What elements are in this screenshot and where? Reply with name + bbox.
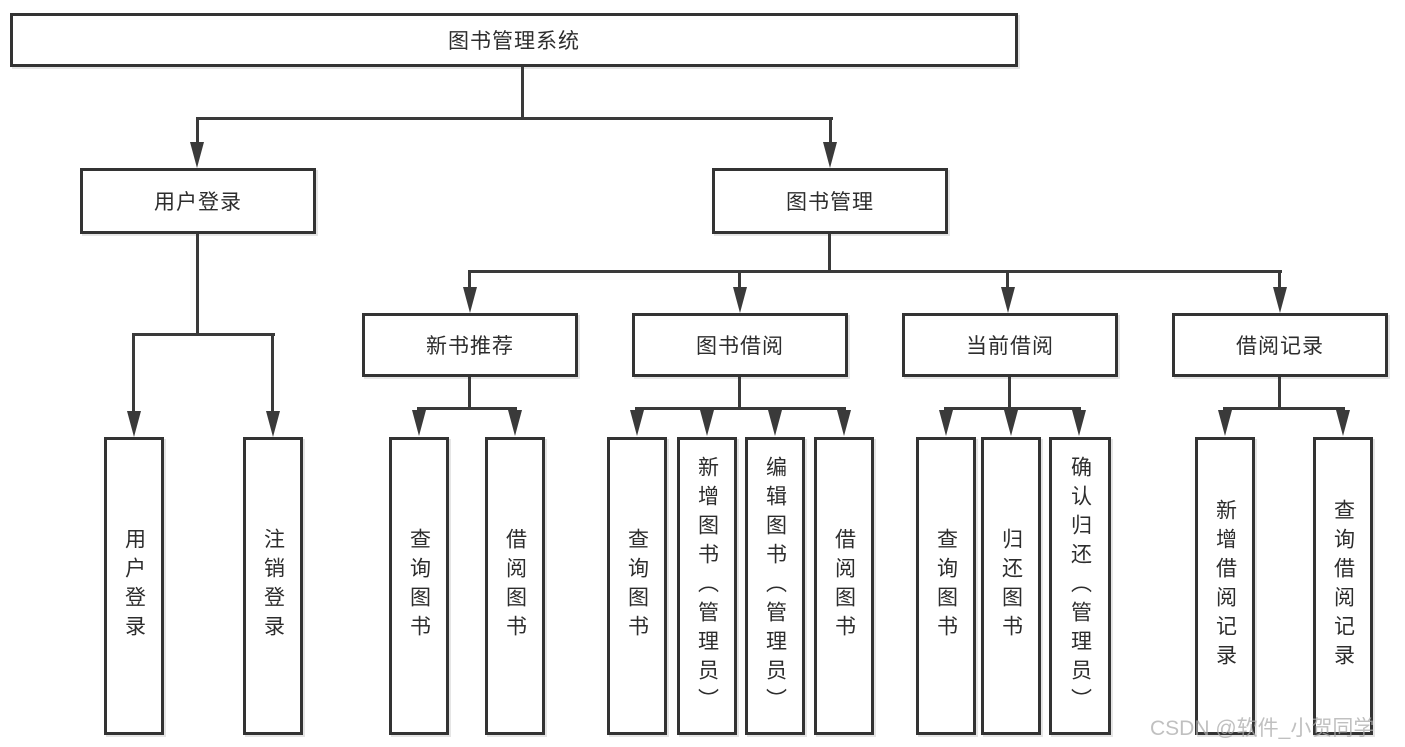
- connector-line: [417, 407, 517, 410]
- leaf-label: 归还图书: [999, 528, 1023, 644]
- node-label: 新书推荐: [426, 335, 514, 358]
- arrow-down-icon: [939, 410, 953, 436]
- arrow-down-icon: [837, 410, 851, 436]
- node-label: 图书管理系统: [448, 30, 580, 53]
- leaf-edit-book-admin: 编辑图书（管理员）: [745, 437, 805, 735]
- node-library-management-system: 图书管理系统: [10, 13, 1018, 67]
- leaf-label: 新增图书（管理员）: [695, 455, 719, 717]
- leaf-confirm-return-admin: 确认归还（管理员）: [1049, 437, 1111, 735]
- arrow-down-icon: [463, 287, 477, 313]
- arrow-down-icon: [823, 142, 837, 168]
- arrow-down-icon: [1218, 410, 1232, 436]
- leaf-add-book-admin: 新增图书（管理员）: [677, 437, 737, 735]
- leaf-add-borrow-record: 新增借阅记录: [1195, 437, 1255, 735]
- leaf-return-books: 归还图书: [981, 437, 1041, 735]
- node-new-book-recommendation: 新书推荐: [362, 313, 578, 377]
- connector-line: [271, 333, 274, 412]
- node-label: 图书管理: [786, 191, 874, 214]
- connector-line: [521, 67, 524, 119]
- connector-line: [635, 407, 846, 410]
- arrow-down-icon: [508, 410, 522, 436]
- leaf-label: 查询图书: [407, 528, 431, 644]
- node-user-login: 用户登录: [80, 168, 316, 234]
- leaf-borrow-books-recommend: 借阅图书: [485, 437, 545, 735]
- leaf-label: 查询借阅记录: [1331, 499, 1355, 673]
- connector-line: [1006, 270, 1009, 289]
- connector-line: [1223, 407, 1345, 410]
- leaf-label: 确认归还（管理员）: [1068, 455, 1092, 717]
- leaf-query-books-current: 查询图书: [916, 437, 976, 735]
- node-label: 图书借阅: [696, 335, 784, 358]
- connector-line: [829, 117, 832, 144]
- arrow-down-icon: [1273, 287, 1287, 313]
- connector-line: [738, 270, 741, 289]
- arrow-down-icon: [190, 142, 204, 168]
- connector-line: [132, 333, 275, 336]
- leaf-label: 注销登录: [261, 528, 285, 644]
- connector-line: [468, 377, 471, 409]
- leaf-user-login: 用户登录: [104, 437, 164, 735]
- connector-line: [1278, 270, 1281, 289]
- arrow-down-icon: [733, 287, 747, 313]
- arrow-down-icon: [127, 411, 141, 437]
- node-borrowing-records: 借阅记录: [1172, 313, 1388, 377]
- leaf-label: 新增借阅记录: [1213, 499, 1237, 673]
- arrow-down-icon: [700, 410, 714, 436]
- connector-line: [944, 407, 1081, 410]
- watermark: CSDN @软件_小贺同学: [1150, 717, 1375, 740]
- leaf-label: 借阅图书: [832, 528, 856, 644]
- arrow-down-icon: [1004, 410, 1018, 436]
- connector-line: [468, 270, 471, 289]
- connector-line: [468, 270, 1282, 273]
- arrow-down-icon: [630, 410, 644, 436]
- connector-line: [196, 117, 199, 144]
- node-label: 用户登录: [154, 191, 242, 214]
- arrow-down-icon: [1001, 287, 1015, 313]
- leaf-label: 用户登录: [122, 528, 146, 644]
- node-book-management: 图书管理: [712, 168, 948, 234]
- leaf-query-books-borrowing: 查询图书: [607, 437, 667, 735]
- leaf-label: 查询图书: [625, 528, 649, 644]
- leaf-label: 查询图书: [934, 528, 958, 644]
- connector-line: [828, 234, 831, 273]
- connector-line: [132, 333, 135, 412]
- connector-line: [196, 234, 199, 334]
- leaf-borrow-books-borrowing: 借阅图书: [814, 437, 874, 735]
- node-label: 借阅记录: [1236, 335, 1324, 358]
- node-book-borrowing: 图书借阅: [632, 313, 848, 377]
- node-label: 当前借阅: [966, 335, 1054, 358]
- connector-line: [738, 377, 741, 409]
- leaf-query-borrow-record: 查询借阅记录: [1313, 437, 1373, 735]
- arrow-down-icon: [412, 410, 426, 436]
- arrow-down-icon: [1072, 410, 1086, 436]
- leaf-label: 借阅图书: [503, 528, 527, 644]
- connector-line: [1008, 377, 1011, 409]
- leaf-label: 编辑图书（管理员）: [763, 455, 787, 717]
- leaf-query-books-recommend: 查询图书: [389, 437, 449, 735]
- leaf-logout: 注销登录: [243, 437, 303, 735]
- arrow-down-icon: [266, 411, 280, 437]
- arrow-down-icon: [1336, 410, 1350, 436]
- arrow-down-icon: [768, 410, 782, 436]
- connector-line: [1278, 377, 1281, 409]
- connector-line: [196, 117, 833, 120]
- node-current-borrowing: 当前借阅: [902, 313, 1118, 377]
